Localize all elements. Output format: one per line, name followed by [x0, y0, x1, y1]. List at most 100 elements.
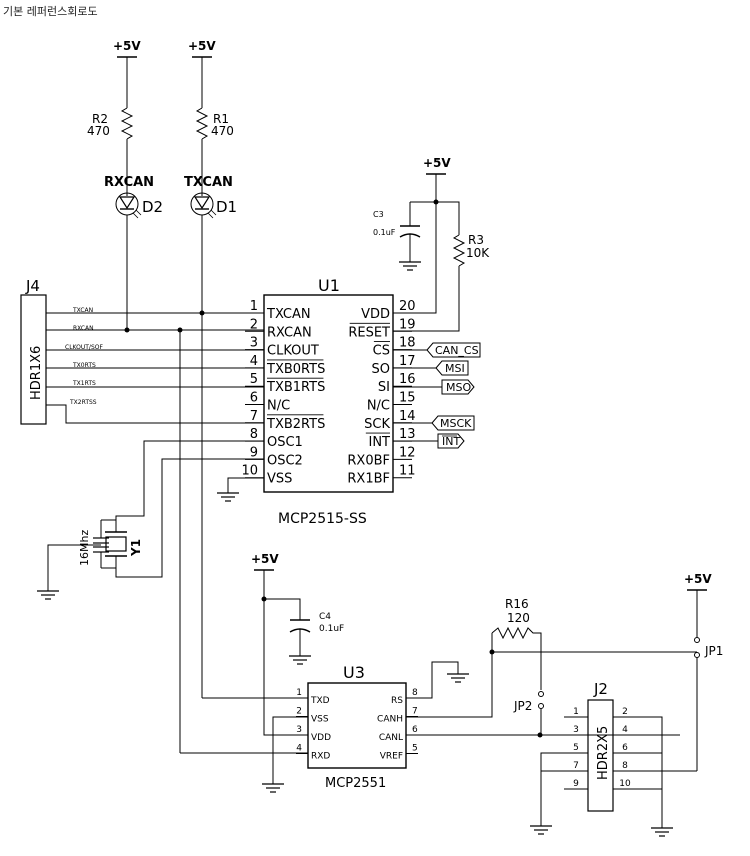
pin-name: TXB1RTS	[266, 380, 325, 395]
r16-ref: R16	[505, 597, 529, 611]
pin-number: 10	[619, 779, 631, 789]
page-title: 기본 레퍼런스회로도	[3, 5, 98, 18]
wire-vss	[227, 477, 264, 487]
pin-number: 8	[250, 427, 258, 442]
pin-number: 3	[573, 725, 579, 735]
jumper-jp2: JP2	[513, 691, 544, 735]
pin-number: 11	[399, 464, 416, 479]
vcc-label: +5V	[423, 156, 451, 170]
wire-canh	[406, 652, 493, 718]
pin-name: SCK	[364, 417, 390, 432]
vcc-label: +5V	[113, 39, 141, 53]
led-d2: RXCAN D2	[104, 175, 163, 219]
j4-part: HDR1X6	[29, 346, 44, 400]
net-label-int: INT	[393, 433, 465, 449]
connector-j4: J4 HDR1X6 TXCAN RXCAN CLKOUT/SOF TX0RTS …	[20, 277, 103, 425]
j4-ref: J4	[25, 277, 40, 295]
pin-name: VSS	[311, 715, 329, 725]
pin-number: 5	[573, 743, 579, 753]
pin-number: 12	[399, 445, 416, 460]
pin-number: 16	[399, 372, 416, 387]
u3-part: MCP2551	[325, 776, 386, 791]
pin-name: TXD	[310, 696, 330, 706]
vcc-symbol-r2: +5V	[113, 39, 141, 58]
pin-name: VSS	[267, 472, 292, 487]
resistor-r16: R16 120	[491, 597, 542, 690]
wire-rs	[406, 661, 459, 699]
wire-vdd	[393, 174, 437, 314]
r2-ref: R2	[92, 112, 108, 126]
pin-name: N/C	[267, 399, 290, 414]
pin-number: 4	[296, 744, 302, 754]
pin-number: 1	[250, 299, 258, 314]
pin-number: 13	[399, 427, 416, 442]
net-label-can-cs: CAN_CS	[393, 342, 481, 358]
c3-ref: C3	[373, 210, 384, 219]
pin-name: VREF	[380, 752, 403, 762]
y1-ref: Y1	[129, 539, 143, 557]
net-label-msck: MSCK	[393, 415, 475, 431]
vcc-symbol-u1: +5V	[423, 156, 451, 175]
j4-net-label: TX0RTS	[72, 362, 96, 369]
capacitor-c4: C4 0.1uF	[288, 612, 344, 665]
crystal-y1: Y1 16Mhz	[36, 519, 143, 600]
vcc-symbol-r1: +5V	[188, 39, 216, 58]
c4-ref: C4	[319, 612, 331, 622]
net-label-text: MSI	[445, 362, 465, 375]
net-label-text: MSCK	[440, 417, 472, 430]
vcc-label: +5V	[251, 552, 279, 566]
pin-name: CLKOUT	[267, 344, 319, 359]
pin-name: TXB0RTS	[266, 362, 325, 377]
jumper-jp1: JP1	[694, 590, 723, 771]
pin-name: OSC1	[267, 435, 303, 450]
r2-value: 470	[87, 124, 110, 138]
ground-symbol	[216, 486, 240, 502]
ground-symbol	[446, 667, 470, 683]
pin-number: 2	[250, 317, 258, 332]
u1-ref: U1	[318, 276, 340, 295]
pin-number: 7	[250, 409, 258, 424]
d2-ref: D2	[142, 198, 163, 216]
wire-j2-gnd-right	[613, 716, 663, 822]
j4-net-label: TXCAN	[72, 307, 93, 314]
net-label-text: MSO	[446, 381, 471, 394]
y1-value: 16Mhz	[78, 530, 91, 566]
net-label-text: INT	[442, 435, 460, 448]
d1-label: TXCAN	[184, 175, 233, 190]
j4-net-label: TX1RTS	[72, 380, 96, 387]
r3-ref: R3	[468, 233, 484, 247]
pin-number: 18	[399, 336, 416, 351]
pin-number: 14	[399, 409, 416, 424]
pin-number: 3	[250, 336, 258, 351]
jp1-ref: JP1	[704, 644, 723, 658]
resistor-r3: R3 10K	[452, 233, 490, 267]
r1-value: 470	[211, 124, 234, 138]
pin-number: 8	[412, 688, 418, 698]
j2-ref: J2	[593, 680, 608, 698]
net-label-text: CAN_CS	[435, 344, 479, 357]
wire-reset	[393, 266, 460, 332]
pin-name: VDD	[311, 733, 331, 743]
junction-dot	[537, 732, 543, 738]
j4-net-label: CLKOUT/SOF	[65, 344, 103, 351]
capacitor-c3: C3 0.1uF	[373, 202, 422, 271]
pin-number: 6	[622, 743, 628, 753]
u1-right-pins: 20VDD19RESET18CS17SO16SI15N/C14SCK13INT1…	[347, 299, 415, 487]
pin-number: 6	[250, 391, 258, 406]
r16-value: 120	[507, 611, 530, 625]
pin-name: RXD	[311, 752, 330, 762]
pin-number: 5	[412, 744, 418, 754]
r1-ref: R1	[213, 112, 229, 126]
pin-name: N/C	[367, 399, 390, 414]
d1-ref: D1	[216, 198, 237, 216]
pin-number: 9	[573, 779, 579, 789]
wire-osc2	[115, 458, 264, 578]
pin-name: RX1BF	[347, 472, 390, 487]
pin-number: 5	[250, 372, 258, 387]
pin-number: 1	[296, 688, 302, 698]
ground-symbol	[529, 819, 553, 835]
pin-number: 20	[399, 299, 416, 314]
ground-symbol	[261, 777, 285, 793]
